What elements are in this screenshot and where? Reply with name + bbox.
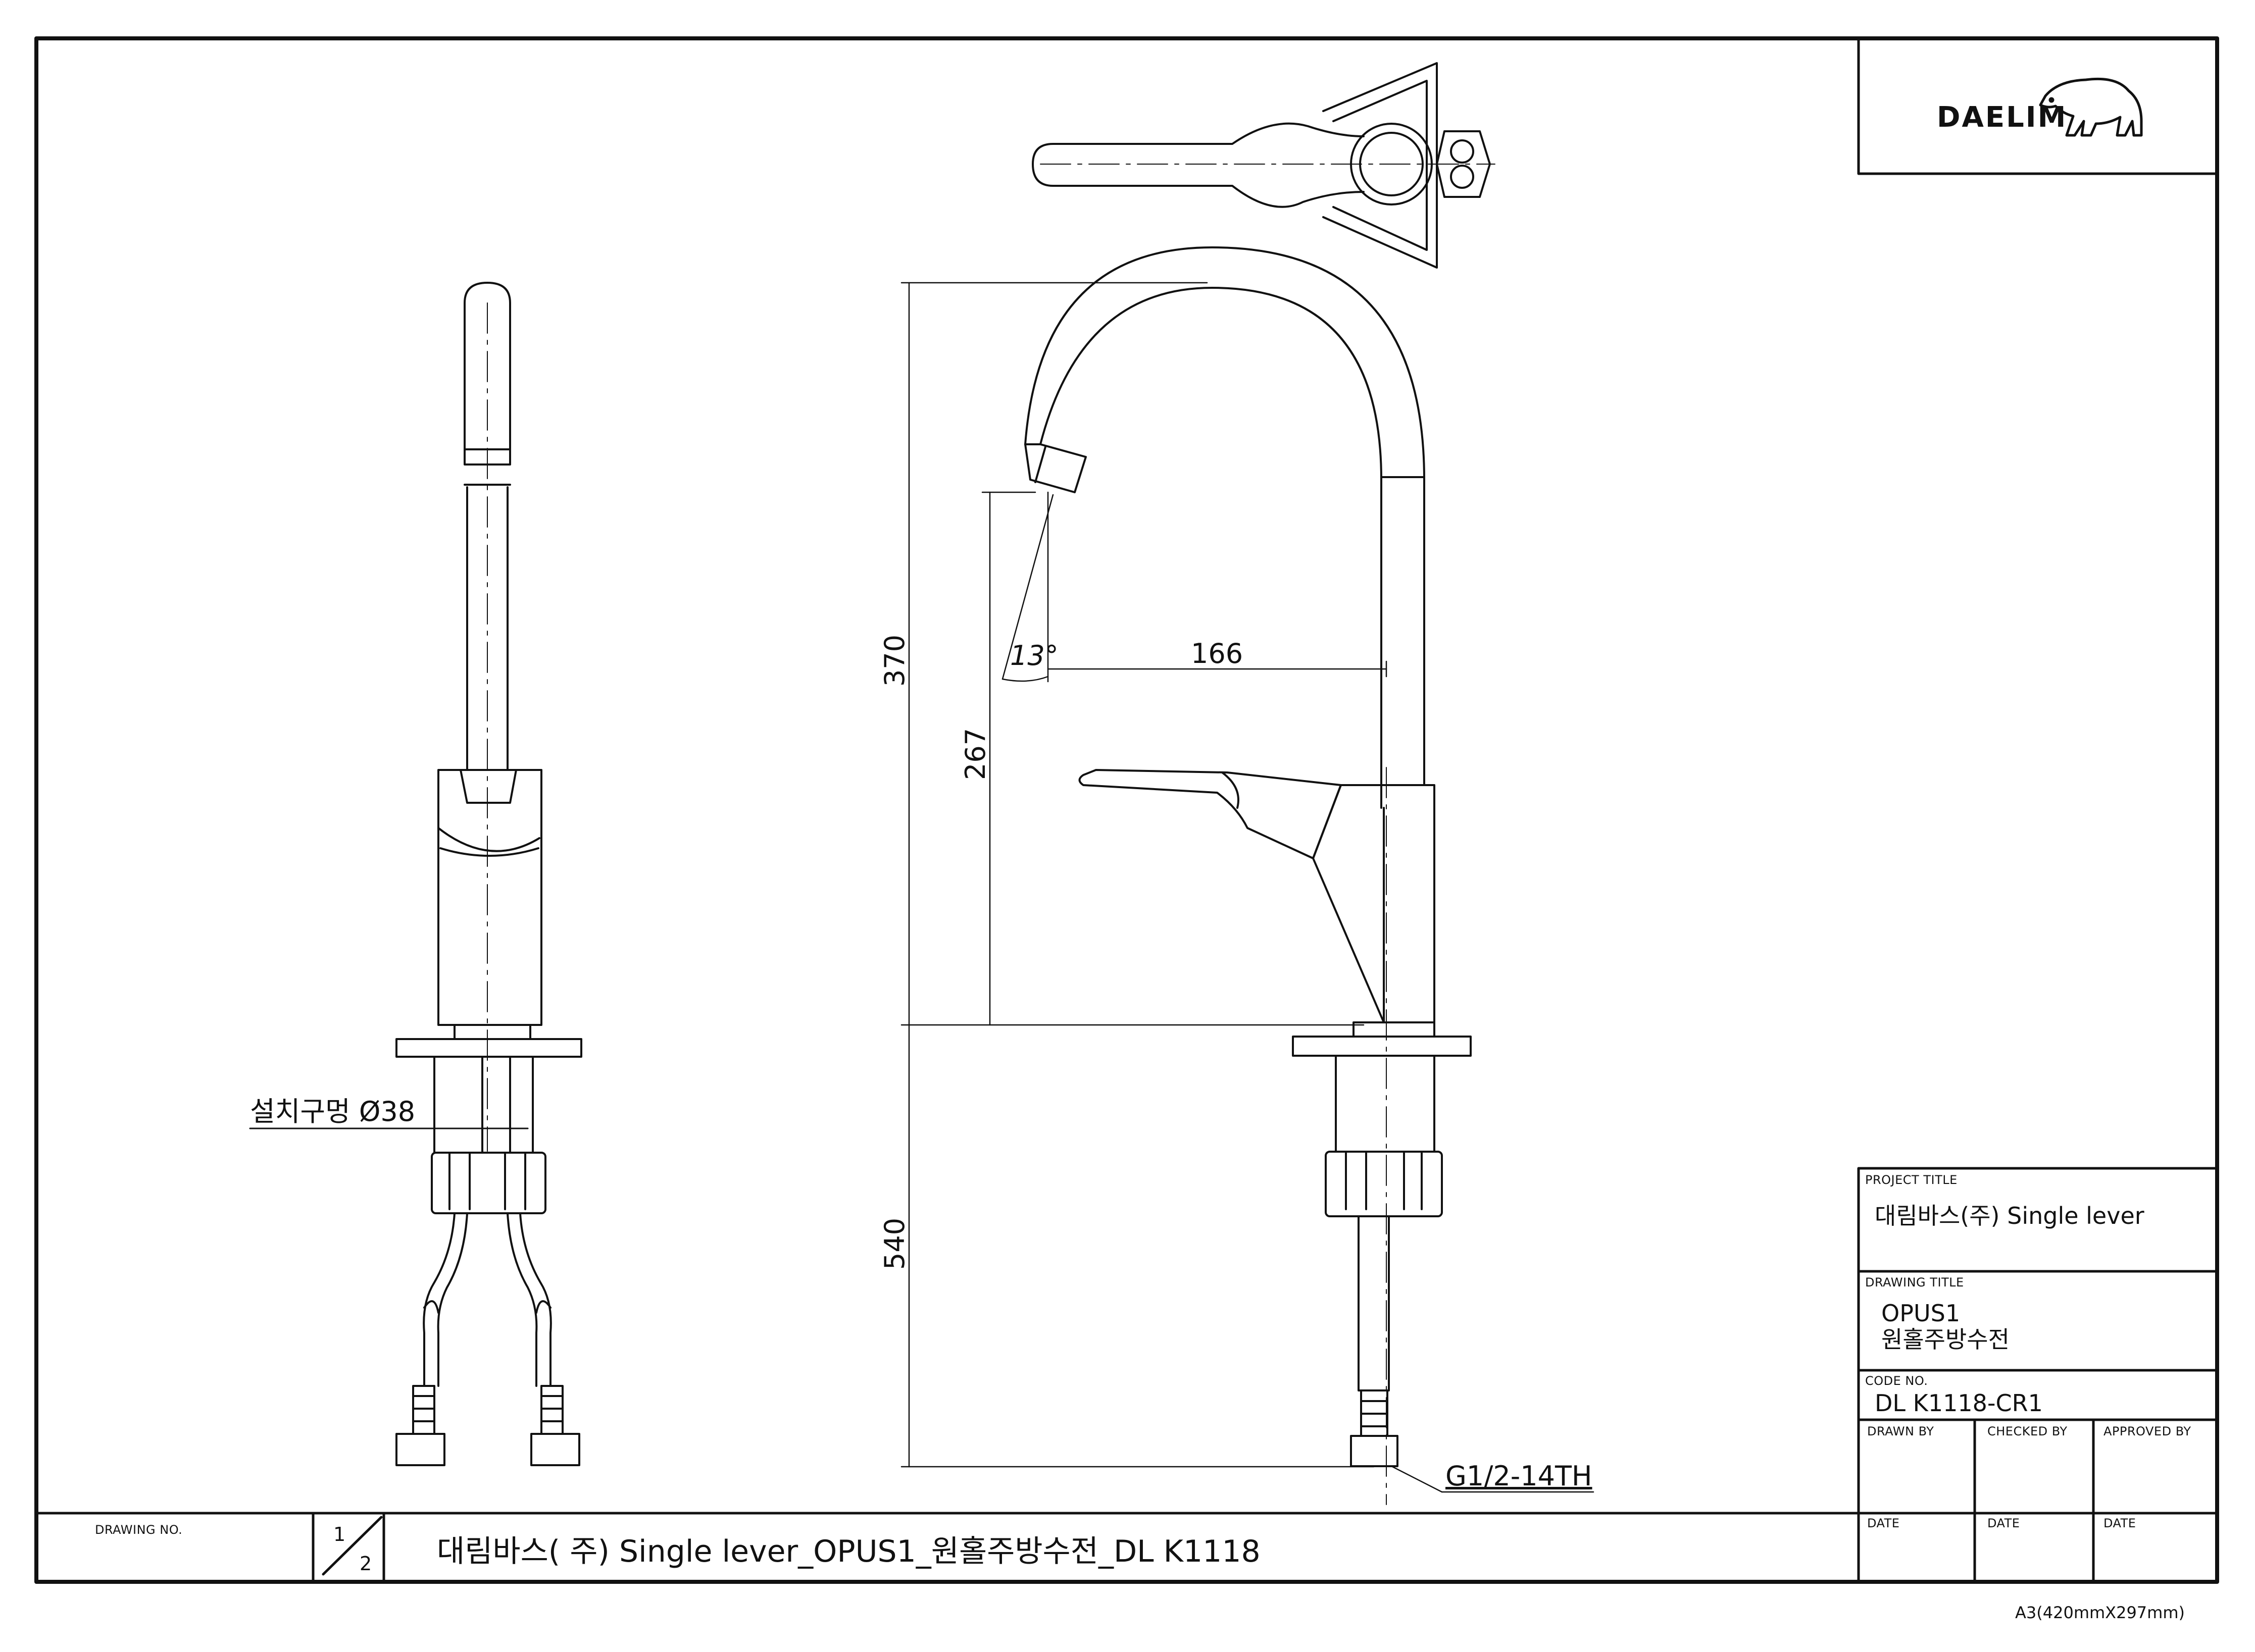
date-label-1: DATE [1867,1516,1900,1530]
brand-logo: DAELIM [1937,101,2068,134]
sheet-total: 2 [360,1553,372,1575]
drawing-name: 대림바스( 주) Single lever_OPUS1_원홀주방수전_DL K1… [437,1534,1261,1569]
dim-spout-reach: 166 [1191,638,1243,669]
drawing-title-line2: 원홀주방수전 [1881,1326,2010,1353]
dim-below-deck-length: 540 [879,1217,911,1270]
drawing-no-label: DRAWING NO. [95,1523,183,1537]
top-view [1032,62,1495,269]
title-block-frame [1857,1167,2219,1583]
dim-spout-outlet-height: 267 [960,728,991,780]
drawing-title-line1: OPUS1 [1881,1300,1961,1327]
approved-by-label: APPROVED BY [2103,1424,2191,1438]
bottom-bar-frame [35,1512,1860,1583]
date-label-2: DATE [1987,1516,2020,1530]
dim-height-total: 370 [879,634,911,687]
dim-spout-angle: 13° [1010,640,1059,672]
paper-size: A3(420mmX297mm) [2015,1603,2185,1622]
drawing-title-label: DRAWING TITLE [1865,1275,1964,1289]
dim-mounting-hole: 설치구멍 Ø38 [250,1096,416,1127]
code-no-label: CODE NO. [1865,1374,1928,1388]
project-title-label: PROJECT TITLE [1865,1173,1958,1187]
date-label-3: DATE [2103,1516,2136,1530]
dim-thread: G1/2-14TH [1445,1460,1592,1492]
sheet-border [34,36,2219,1584]
side-view [1024,246,1472,1505]
front-view [249,282,582,1466]
code-no: DL K1118-CR1 [1875,1389,2043,1417]
dimension-lines [900,282,1594,1493]
drawn-by-label: DRAWN BY [1867,1424,1934,1438]
logo-box [1857,37,2219,175]
sheet-current: 1 [333,1523,346,1545]
project-title: 대림바스(주) Single lever [1875,1202,2144,1229]
polar-bear-logo-icon [2039,77,2143,137]
checked-by-label: CHECKED BY [1987,1424,2068,1438]
